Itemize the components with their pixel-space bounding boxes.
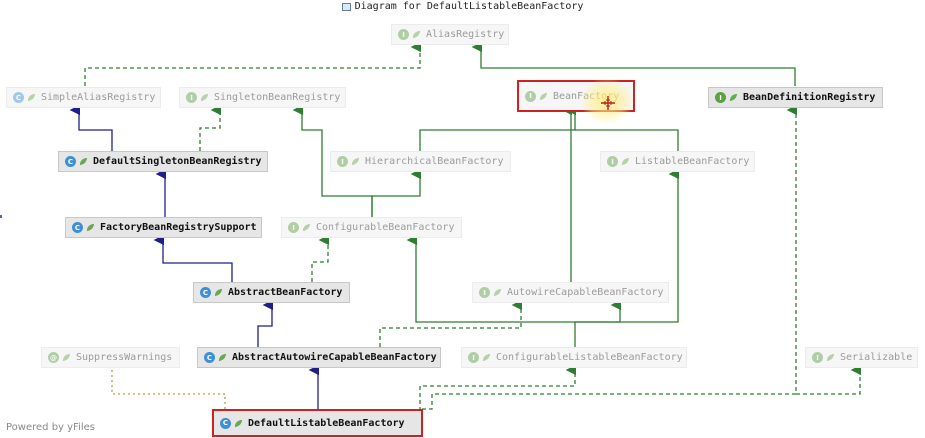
node-suppress-warnings[interactable]: @ SuppressWarnings (41, 347, 180, 368)
edge-dsbr-implements-sbr (199, 104, 222, 151)
leaf-icon (62, 353, 71, 362)
node-label: Serializable (840, 352, 913, 363)
node-label: ConfigurableListableBeanFactory (496, 352, 683, 363)
leaf-icon (234, 419, 243, 427)
class-icon: C (200, 287, 211, 298)
node-label: SuppressWarnings (76, 352, 173, 363)
edge-cbf-extends-sbr (292, 104, 373, 217)
node-factory-bean-registry-support[interactable]: C FactoryBeanRegistrySupport (65, 217, 262, 238)
leaf-icon (86, 223, 95, 232)
node-label: FactoryBeanRegistrySupport (100, 222, 257, 233)
leaf-icon (218, 353, 227, 362)
edge-hbf-extends-bf (419, 104, 577, 151)
node-singleton-bean-registry[interactable]: I SingletonBeanRegistry (179, 87, 346, 108)
node-label: HierarchicalBeanFactory (365, 156, 504, 167)
edge-abf-implements-cbf (311, 234, 330, 282)
node-bean-factory[interactable]: I BeanFactory (517, 80, 635, 112)
interface-icon: I (715, 92, 726, 103)
node-default-singleton-bean-registry[interactable]: C DefaultSingletonBeanRegistry (58, 151, 268, 172)
edge-dlbf-implements-bdr (422, 104, 798, 410)
leaf-icon (412, 30, 421, 39)
class-icon: C (220, 417, 231, 429)
edge-sar-implements-ar (84, 41, 422, 86)
interface-icon: I (186, 92, 197, 103)
interface-icon: I (398, 29, 409, 40)
node-alias-registry[interactable]: I AliasRegistry (391, 24, 509, 45)
edge-dsbr-extends-sar (69, 104, 113, 151)
node-label: ConfigurableBeanFactory (316, 222, 455, 233)
node-bean-definition-registry[interactable]: I BeanDefinitionRegistry (708, 87, 883, 108)
node-configurable-listable-bean-factory[interactable]: I ConfigurableListableBeanFactory (461, 347, 687, 368)
footer-credit: Powered by yFiles (6, 422, 95, 433)
leaf-icon (214, 288, 223, 297)
edge-cbf-extends-hbf (371, 168, 422, 217)
leaf-icon (826, 353, 835, 362)
leaf-icon (482, 353, 491, 362)
edge-bdr-extends-ar (471, 41, 796, 86)
node-listable-bean-factory[interactable]: I ListableBeanFactory (600, 151, 755, 172)
leaf-icon (200, 93, 209, 102)
node-label: SingletonBeanRegistry (214, 92, 341, 103)
leaf-icon (351, 157, 360, 166)
leaf-icon (539, 92, 548, 100)
edge-clbf-extends-cbf (406, 234, 575, 323)
edge-dlbf-implements-serializable (796, 364, 862, 395)
node-label: BeanFactory (553, 90, 620, 102)
edge-dlbf-annotated-sw (111, 370, 226, 411)
node-label: SimpleAliasRegistry (41, 92, 156, 103)
node-label: AliasRegistry (426, 29, 505, 40)
node-serializable[interactable]: I Serializable (805, 347, 918, 368)
class-icon: C (72, 222, 83, 233)
edge-dlbf-implements-clbf (419, 364, 577, 411)
edge-marker (0, 215, 2, 218)
edge-lbf-extends-bf (575, 129, 679, 151)
leaf-icon (621, 157, 630, 166)
leaf-icon (79, 157, 88, 166)
node-label: DefaultSingletonBeanRegistry (93, 156, 262, 167)
interface-icon: I (337, 156, 348, 167)
node-autowire-capable-bean-factory[interactable]: I AutowireCapableBeanFactory (472, 282, 669, 303)
diagram-title: Diagram for DefaultListableBeanFactory (354, 1, 584, 12)
node-label: AutowireCapableBeanFactory (507, 287, 664, 298)
interface-icon: I (607, 156, 618, 167)
node-label: AbstractBeanFactory (228, 287, 343, 298)
edge-aacbf-implements-acbf (379, 299, 523, 347)
interface-icon: I (812, 352, 823, 363)
diagram-title-bar: Diagram for DefaultListableBeanFactory (0, 0, 925, 13)
node-label: DefaultListableBeanFactory (248, 417, 405, 429)
interface-icon: I (525, 90, 536, 102)
node-label: ListableBeanFactory (635, 156, 750, 167)
edge-clbf-extends-acbf (575, 299, 622, 323)
node-label: AbstractAutowireCapableBeanFactory (232, 352, 437, 363)
edge-abf-extends-fbrs (153, 234, 233, 282)
edge-aacbf-extends-abf (257, 299, 274, 347)
annotation-icon: @ (48, 352, 59, 363)
node-hierarchical-bean-factory[interactable]: I HierarchicalBeanFactory (330, 151, 511, 172)
node-label: BeanDefinitionRegistry (743, 92, 876, 103)
class-icon: C (204, 352, 215, 363)
class-icon: C (65, 156, 76, 167)
node-simple-alias-registry[interactable]: C SimpleAliasRegistry (6, 87, 161, 108)
node-configurable-bean-factory[interactable]: I ConfigurableBeanFactory (281, 217, 462, 238)
edge-clbf-extends-lbf (574, 168, 680, 347)
leaf-icon (729, 93, 738, 102)
interface-icon: I (479, 287, 490, 298)
diagram-icon (341, 2, 351, 11)
node-abstract-bean-factory[interactable]: C AbstractBeanFactory (193, 282, 350, 303)
leaf-icon (493, 288, 502, 297)
leaf-icon (27, 93, 36, 102)
interface-icon: I (288, 222, 299, 233)
leaf-icon (302, 223, 311, 232)
interface-icon: I (468, 352, 479, 363)
node-default-listable-bean-factory[interactable]: C DefaultListableBeanFactory (212, 409, 423, 437)
class-icon: C (13, 92, 24, 103)
node-abstract-autowire-capable-bean-factory[interactable]: C AbstractAutowireCapableBeanFactory (197, 347, 441, 368)
